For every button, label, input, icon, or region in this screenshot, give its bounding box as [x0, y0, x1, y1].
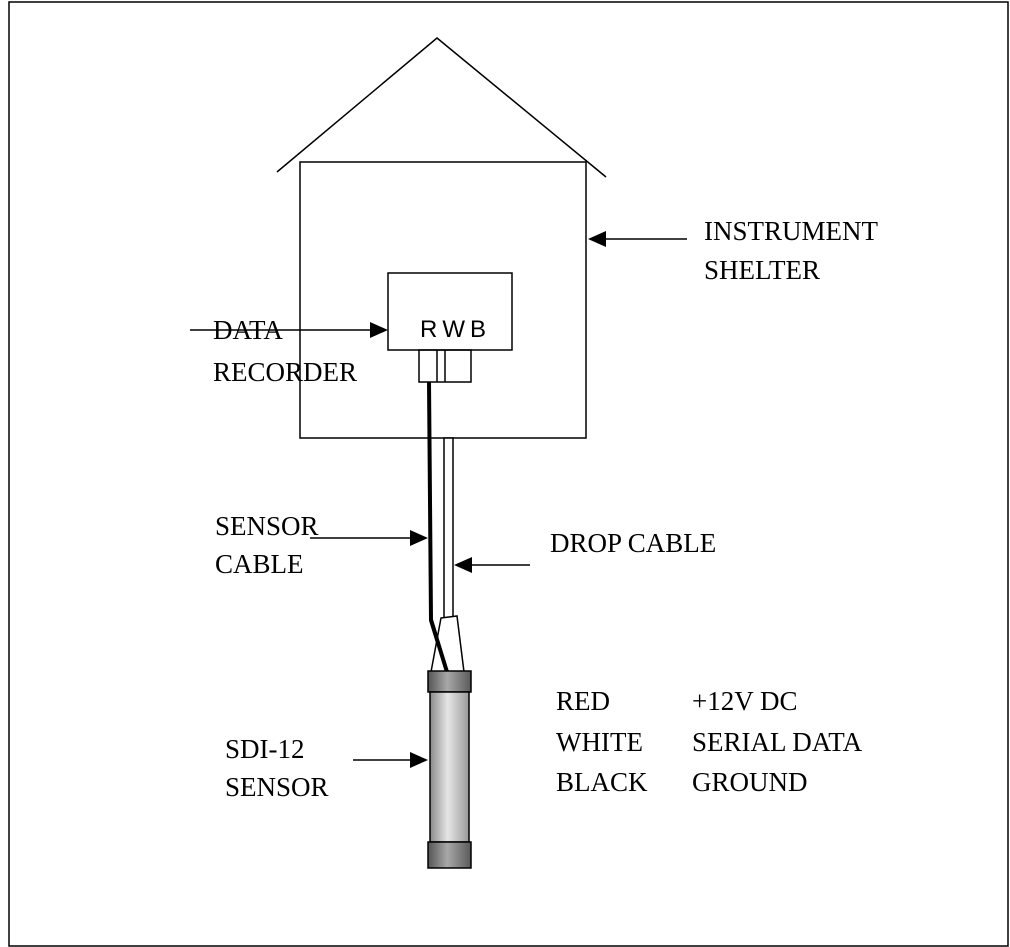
instrument-shelter	[299, 161, 587, 439]
sensor-label-line2: SENSOR	[225, 772, 329, 802]
sensor-arrowhead	[410, 752, 428, 768]
sensor-cable-arrowhead	[410, 530, 428, 546]
sensor-label-line1: SDI-12	[225, 734, 305, 764]
sensor-cable-into-clamp	[429, 619, 449, 673]
wire-color-red: RED	[556, 686, 610, 716]
sensor-body	[429, 691, 470, 843]
data-recorder-arrowhead	[370, 322, 388, 338]
sensor-cable-label-line2: CABLE	[215, 549, 304, 579]
sensor-cable-label-line1: SENSOR	[215, 511, 319, 541]
instrument-shelter-arrowhead	[588, 231, 606, 247]
data-recorder-label-line1: DATA	[213, 315, 283, 345]
wiring-legend: RED +12V DC WHITE SERIAL DATA BLACK GROU…	[556, 686, 863, 797]
wire-color-black: BLACK	[556, 767, 648, 797]
drop-cable-label: DROP CABLE	[550, 528, 716, 558]
instrument-shelter-label-line1: INSTRUMENT	[704, 216, 879, 246]
drop-cable-clamp	[430, 615, 465, 673]
instrument-shelter-label-line2: SHELTER	[704, 255, 820, 285]
wire-signal-white: SERIAL DATA	[692, 727, 863, 757]
wire-signal-red: +12V DC	[692, 686, 798, 716]
wire-color-white: WHITE	[556, 727, 643, 757]
drop-cable-arrowhead	[454, 557, 472, 573]
sensor-top-cap	[427, 670, 472, 693]
data-recorder-label-line2: RECORDER	[213, 357, 357, 387]
drop-cable	[443, 437, 454, 619]
recorder-terminals-label: R W B	[420, 316, 486, 343]
sensor-bottom-cap	[427, 841, 472, 869]
shelter-roof	[276, 37, 607, 178]
outer-frame	[8, 1, 1009, 947]
wire-signal-black: GROUND	[692, 767, 808, 797]
